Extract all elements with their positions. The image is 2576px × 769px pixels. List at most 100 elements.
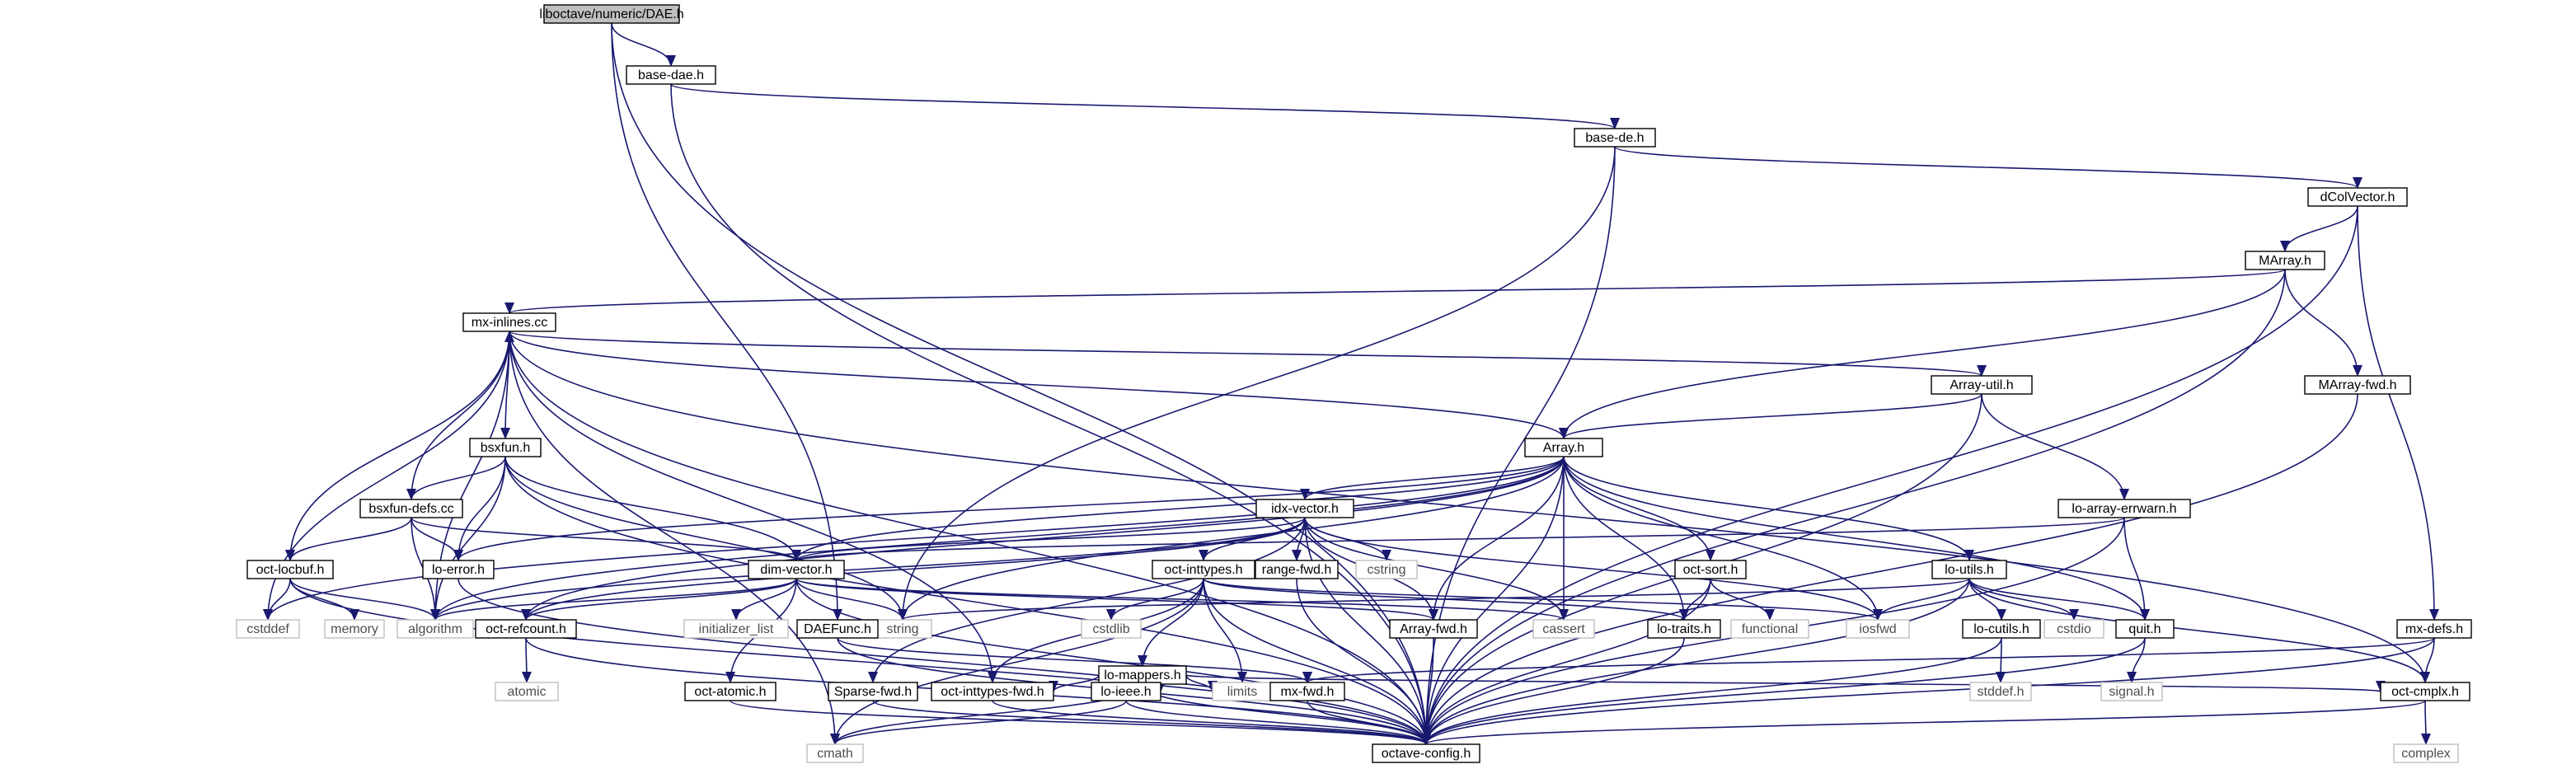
edge-marray-to-octave_config (1421, 269, 2286, 745)
edge-bsxfun_defs-to-mx_inlines (411, 331, 514, 500)
node-mx-fwd[interactable]: mx-fwd.h (1269, 682, 1345, 701)
node-box (1532, 619, 1595, 639)
node-idx-vector[interactable]: idx-vector.h (1255, 499, 1354, 518)
node-lo-ieee[interactable]: lo-ieee.h (1091, 682, 1161, 701)
edge-quit-to-signal (2127, 637, 2146, 683)
edge-mx_inlines-to-octave_config (509, 331, 1431, 745)
node-box (462, 312, 556, 332)
edge-oct_cmplx-to-octave_config (1421, 700, 2426, 745)
edge-oct_inttypes-to-limits (1203, 578, 1247, 683)
node-box (626, 65, 716, 85)
node-dim-vector[interactable]: dim-vector.h (748, 560, 845, 579)
node-quit[interactable]: quit.h (2115, 619, 2175, 639)
edge-lo_error-to-octave_config (457, 578, 1431, 745)
node-dae[interactable]: liboctave/numeric/DAE.h (539, 4, 684, 24)
edge-idx_vector-to-dim_vector (791, 517, 1306, 561)
node-array-util[interactable]: Array-util.h (1931, 375, 2033, 395)
node-lo-cutils[interactable]: lo-cutils.h (1962, 619, 2041, 639)
node-box (1524, 438, 1603, 457)
node-box (2307, 187, 2408, 207)
node-box (2115, 619, 2175, 639)
edge-mx_defs-to-octave_config (1421, 637, 2435, 745)
node-marray-fwd[interactable]: MArray-fwd.h (2304, 375, 2411, 395)
node-oct-inttypes[interactable]: oct-inttypes.h (1152, 560, 1255, 579)
node-box (796, 619, 879, 639)
node-label: algorithm (408, 622, 462, 636)
node-octave-config[interactable]: octave-config.h (1372, 743, 1480, 763)
edge-dim_vector-to-initializer_list (731, 578, 797, 621)
node-lo-array-errwarn[interactable]: lo-array-errwarn.h (2058, 499, 2191, 518)
edge-idx_vector-to-cassert (1304, 517, 1569, 621)
node-base-de[interactable]: base-de.h (1574, 128, 1656, 148)
node-box (1647, 619, 1721, 639)
node-box (931, 682, 1054, 701)
node-range-fwd[interactable]: range-fwd.h (1255, 560, 1339, 579)
edge-dim_vector-to-string (795, 578, 908, 621)
node-array-fwd[interactable]: Array-fwd.h (1389, 619, 1478, 639)
edge-oct_refcount-to-atomic (521, 637, 532, 683)
node-oct-refcount[interactable]: oct-refcount.h (475, 619, 577, 639)
node-lo-traits[interactable]: lo-traits.h (1647, 619, 1721, 639)
node-oct-locbuf[interactable]: oct-locbuf.h (246, 560, 334, 579)
node-dcolvector[interactable]: dColVector.h (2307, 187, 2408, 207)
edge-lo_utils-to-string (898, 578, 1970, 621)
edge-lo_traits-to-octave_config (1421, 637, 1685, 745)
node-functional: functional (1730, 619, 1809, 639)
edge-mx_fwd-to-octave_config (1307, 700, 1431, 745)
node-box (396, 619, 474, 639)
node-label: Array-fwd.h (1400, 622, 1467, 636)
node-label: range-fwd.h (1262, 563, 1332, 577)
node-label: dim-vector.h (760, 563, 832, 577)
node-lo-utils[interactable]: lo-utils.h (1931, 560, 2007, 579)
edge-lo_mappers-to-oct_inttypes_fwd (1049, 674, 1100, 692)
node-label: functional (1742, 622, 1799, 636)
node-oct-sort[interactable]: oct-sort.h (1674, 560, 1747, 579)
node-label: string (886, 622, 918, 636)
node-daefunc[interactable]: DAEFunc.h (796, 619, 879, 639)
edge-range_fwd-to-octave_config (1296, 578, 1431, 745)
node-box (684, 682, 777, 701)
node-box (246, 560, 334, 579)
edge-array_fwd-to-octave_config (1421, 637, 1434, 745)
edge-mx_defs-to-oct_cmplx (2420, 637, 2435, 683)
edge-base_de-to-dcolvector (1614, 146, 2363, 189)
edge-daefunc-to-mx_fwd (837, 637, 1312, 683)
node-label: stddef.h (1978, 685, 2025, 699)
node-bsxfun-defs[interactable]: bsxfun-defs.cc (359, 499, 463, 518)
node-box (543, 4, 680, 24)
edge-oct_inttypes-to-iosfwd (1203, 578, 1883, 621)
edge-oct_sort-to-functional (1710, 578, 1775, 621)
node-box (2058, 499, 2191, 518)
node-label: oct-refcount.h (486, 622, 566, 636)
node-marray[interactable]: MArray.h (2245, 251, 2325, 270)
edge-bsxfun-to-algorithm (430, 456, 506, 621)
edge-oct_inttypes_fwd-to-octave_config (992, 700, 1431, 745)
edge-dae-to-daefunc (611, 22, 842, 621)
node-box (1574, 128, 1656, 148)
node-lo-error[interactable]: lo-error.h (422, 560, 495, 579)
node-array[interactable]: Array.h (1524, 438, 1603, 457)
node-oct-atomic[interactable]: oct-atomic.h (684, 682, 777, 701)
edge-lo_ieee-to-octave_config (1125, 700, 1431, 745)
node-label: lo-utils.h (1945, 563, 1994, 577)
node-oct-cmplx[interactable]: oct-cmplx.h (2380, 682, 2470, 701)
node-layer: liboctave/numeric/DAE.h base-dae.h base-de… (236, 4, 2472, 763)
edge-layer (263, 22, 2439, 745)
node-label: initializer_list (699, 622, 774, 636)
edge-idx_vector-to-oct_refcount (521, 517, 1306, 621)
edge-dcolvector-to-mx_defs (2357, 205, 2439, 621)
node-box (1931, 560, 2007, 579)
edge-dim_vector-to-algorithm (430, 578, 797, 621)
node-sparse-fwd[interactable]: Sparse-fwd.h (828, 682, 918, 701)
node-mx-inlines[interactable]: mx-inlines.cc (462, 312, 556, 332)
node-bsxfun[interactable]: bsxfun.h (469, 438, 542, 457)
node-mx-defs[interactable]: mx-defs.h (2396, 619, 2472, 639)
node-box (1255, 499, 1354, 518)
node-lo-mappers[interactable]: lo-mappers.h (1098, 665, 1187, 685)
node-box (1269, 682, 1345, 701)
node-base-dae[interactable]: base-dae.h (626, 65, 716, 85)
node-label: cstdlib (1092, 622, 1129, 636)
node-oct-inttypes-fwd[interactable]: oct-inttypes-fwd.h (931, 682, 1054, 701)
node-label: mx-defs.h (2405, 622, 2463, 636)
node-label: liboctave/numeric/DAE.h (539, 7, 683, 21)
